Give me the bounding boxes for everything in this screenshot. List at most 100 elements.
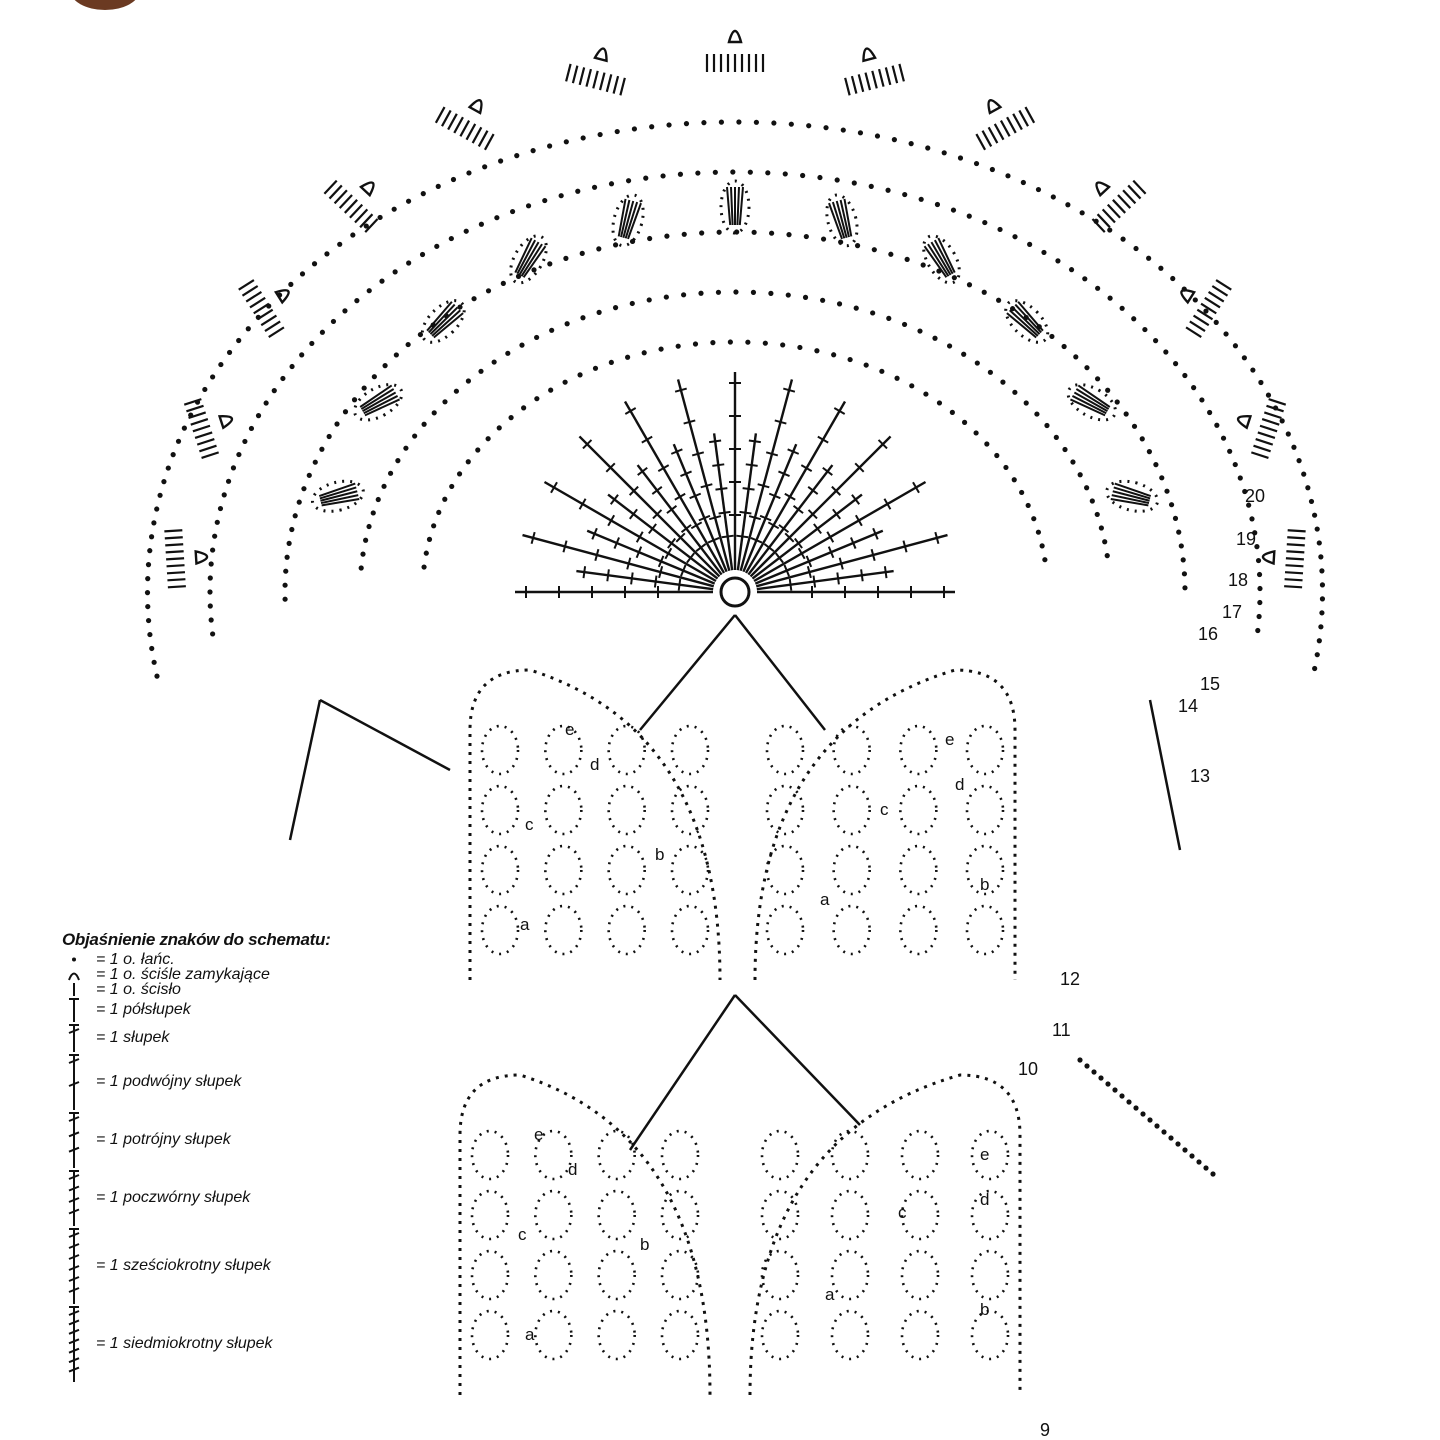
scallop-stitch (1259, 424, 1278, 433)
chain-dot (214, 519, 220, 525)
center-ring (719, 576, 751, 608)
chain-dot (463, 228, 469, 234)
chain-dot (608, 359, 614, 366)
chain-dot (973, 160, 980, 167)
chain-dot (435, 183, 441, 189)
petal-stitch (828, 202, 843, 240)
net-loop (899, 724, 938, 776)
scallop-stitch (186, 404, 204, 413)
chain-dot (695, 170, 701, 176)
chain-dot (147, 631, 153, 638)
scallop-stitch (483, 133, 495, 151)
chain-dot (1232, 343, 1239, 349)
stitch-tick (657, 464, 670, 473)
row-number: 9 (1040, 1420, 1050, 1440)
chain-dot (299, 352, 305, 358)
chain-dot (1254, 544, 1260, 550)
cross-stitch-line (734, 614, 826, 731)
chain-dot (989, 166, 995, 173)
row-number: 13 (1190, 766, 1210, 786)
petal-stitch (520, 243, 543, 277)
chain-dot (1265, 392, 1272, 398)
chain-dot (301, 486, 307, 492)
chain-dot (230, 465, 237, 471)
chain-dot (997, 226, 1003, 233)
chain-dot (1213, 319, 1219, 325)
stitch-tick (674, 387, 687, 393)
stitch-tick (637, 466, 648, 476)
chain-dot (564, 321, 570, 327)
chain-dot (145, 603, 151, 610)
chain-dot (448, 235, 454, 242)
chain-dot (505, 350, 511, 356)
chain-dot (319, 329, 326, 335)
chain-dot (207, 575, 213, 581)
motif-letter: d (590, 755, 599, 774)
scallop-stitch (164, 536, 183, 540)
chain-dot (710, 340, 716, 346)
stitch-tick (787, 448, 800, 455)
stitch-tick (712, 463, 725, 467)
net-loop (970, 1129, 1010, 1181)
chain-dot (434, 243, 440, 249)
scallop-stitch (264, 320, 281, 333)
cross-6-icon (68, 1228, 80, 1304)
chain-dot (485, 436, 491, 442)
chain-dot (1073, 354, 1079, 360)
petal-outline (1066, 383, 1117, 422)
petal-stitch (933, 239, 954, 275)
net-loop (544, 784, 583, 836)
chain-dot (1055, 258, 1061, 264)
chain-dot (1084, 485, 1090, 491)
motif-letter: b (980, 1300, 989, 1319)
chain-dot (453, 388, 459, 394)
stitch-line (522, 533, 715, 588)
scallop-stitch (898, 63, 905, 82)
scallop-stitch (1196, 308, 1214, 321)
chain-dot (698, 290, 704, 296)
stitch-tick (872, 527, 879, 540)
chain-dot (612, 305, 619, 311)
chain-dot (1114, 399, 1120, 405)
net-loop (899, 904, 938, 956)
chain-dot (984, 441, 990, 447)
stitch-tick (629, 508, 638, 520)
scallop-stitch (1185, 326, 1202, 338)
chain-dot (1119, 1093, 1125, 1099)
chain-dot (1163, 349, 1169, 355)
chain-dot (1279, 418, 1285, 424)
stitch-tick (854, 514, 863, 527)
petal-stitch (433, 312, 464, 339)
stitch-tick (833, 407, 846, 415)
chain-dot (370, 510, 376, 516)
scallop-stitch (447, 113, 458, 131)
petal (922, 234, 961, 285)
picot (1180, 289, 1197, 305)
petal-stitch (1113, 486, 1151, 500)
chain-dot (363, 223, 369, 229)
scallop (183, 398, 234, 459)
chain-dot (961, 419, 968, 425)
chain-dot (592, 365, 599, 371)
stitch-tick (813, 523, 822, 535)
chain-dot (591, 184, 598, 190)
stitch-tick (902, 540, 908, 553)
chain-dot (1027, 241, 1033, 247)
row-number: 16 (1198, 624, 1218, 644)
chain-dot (212, 533, 218, 539)
chain-dot (1161, 1129, 1167, 1135)
chain-dot (245, 326, 251, 332)
cross-2-icon (68, 1054, 80, 1110)
leaf-motif (468, 668, 722, 981)
petal-stitch (1014, 303, 1042, 334)
chain-dot (482, 164, 488, 170)
chain-dot (840, 127, 846, 133)
stitch-tick (797, 547, 806, 560)
net-loop (660, 1309, 700, 1361)
chain-dot (392, 269, 398, 275)
scallop-stitch (192, 424, 211, 433)
scallop-stitch (884, 67, 892, 86)
petal-outline (509, 234, 548, 285)
stitch-tick (812, 575, 817, 588)
